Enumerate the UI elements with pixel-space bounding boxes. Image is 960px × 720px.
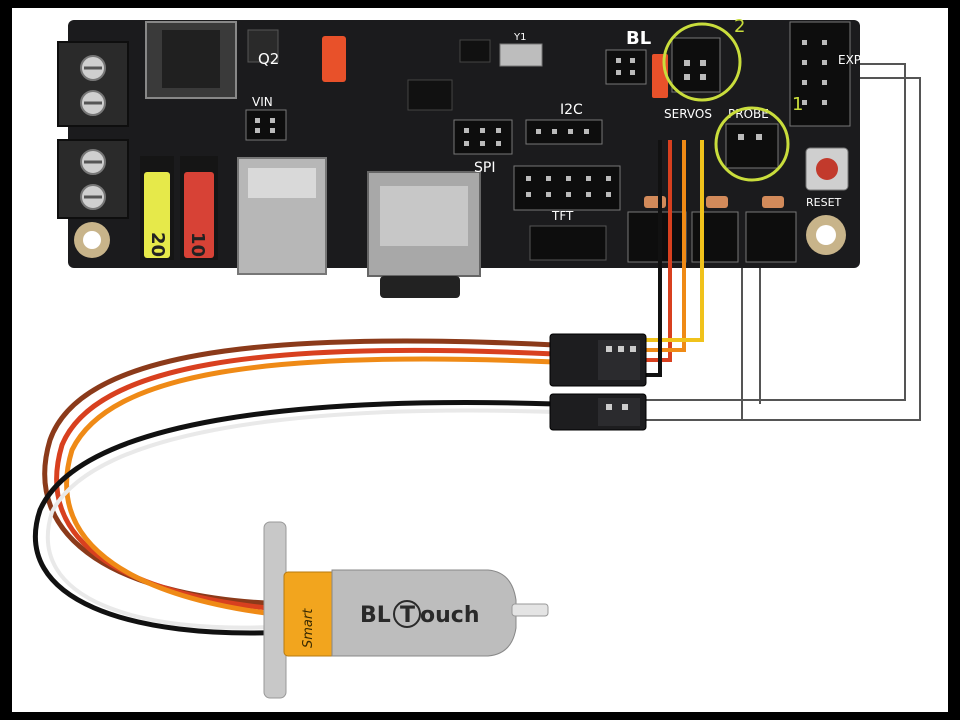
wire-orange xyxy=(64,356,558,619)
probe-housing xyxy=(331,569,517,657)
label-servos: SERVOS xyxy=(664,107,712,121)
callout-1: 1 xyxy=(714,94,803,182)
probe-header xyxy=(725,123,779,169)
screw-terminal-top xyxy=(57,41,129,127)
label-reset: RESET xyxy=(806,196,842,209)
brand-bl: BL xyxy=(360,603,391,628)
sd-card-slot xyxy=(367,171,481,298)
usb-connector xyxy=(237,157,327,275)
endstop-connector-2 xyxy=(691,211,739,263)
label-y1: Y1 xyxy=(513,32,526,43)
bottom-header xyxy=(529,225,607,261)
servos-header xyxy=(671,37,721,93)
led-3 xyxy=(762,196,784,208)
exp-header xyxy=(789,21,851,127)
voltage-regulator xyxy=(145,21,237,99)
callout-circle-2 xyxy=(662,22,742,102)
jumper-wires-board xyxy=(640,140,704,377)
brand-rest: ouch xyxy=(420,603,479,628)
probe-cable xyxy=(32,338,558,636)
fuse-yellow xyxy=(140,156,174,260)
led-2 xyxy=(706,196,728,208)
fuse-red xyxy=(180,156,218,260)
callout-2: 2 xyxy=(662,16,745,102)
bltouch-power-header xyxy=(605,49,647,85)
led-1 xyxy=(644,196,666,208)
mounting-hole-right xyxy=(806,215,846,255)
vin-header xyxy=(245,109,287,141)
brand-t: T xyxy=(400,603,415,628)
label-fuse-a: 20 xyxy=(147,232,168,257)
probe-pin xyxy=(511,603,549,617)
crystal-y1 xyxy=(499,43,543,67)
connector-3pin xyxy=(549,333,647,387)
reset-button xyxy=(805,147,849,191)
chip-1 xyxy=(407,79,453,111)
sleeve-text: Smart xyxy=(301,608,316,648)
wire-black-to-board xyxy=(640,140,662,377)
label-i2c: I2C xyxy=(560,102,583,118)
label-vin: VIN xyxy=(252,95,273,109)
label-spi: SPI xyxy=(474,160,495,176)
mounting-hole-left xyxy=(74,222,110,258)
label-tft: TFT xyxy=(551,209,574,223)
label-bl: BL xyxy=(626,28,651,49)
label-fuse-b: 10 xyxy=(187,232,208,257)
probe-flange xyxy=(263,521,287,699)
endstop-connector-3 xyxy=(745,211,797,263)
wire-orange-to-board xyxy=(640,140,686,352)
wire-white xyxy=(45,408,557,630)
label-q2: Q2 xyxy=(258,50,279,68)
callout-number-1: 1 xyxy=(792,94,803,115)
connector-2pin xyxy=(549,393,647,431)
jumper-orange xyxy=(322,36,346,82)
wire-black xyxy=(32,400,558,636)
bltouch-probe: Smart BL T ouch xyxy=(263,521,549,699)
spi-header xyxy=(453,119,513,155)
brand-t-circle xyxy=(393,600,421,628)
i2c-header xyxy=(525,119,603,145)
mosfet-q2 xyxy=(247,29,279,63)
endstop-connector-1 xyxy=(627,211,687,263)
label-exp: EXP xyxy=(838,53,861,67)
callout-number-2: 2 xyxy=(734,16,745,37)
callout-circle-1 xyxy=(714,106,790,182)
tft-header xyxy=(513,165,621,211)
chip-2 xyxy=(459,39,491,63)
screw-terminal-bottom xyxy=(57,139,129,219)
wire-red-to-board xyxy=(640,140,672,362)
